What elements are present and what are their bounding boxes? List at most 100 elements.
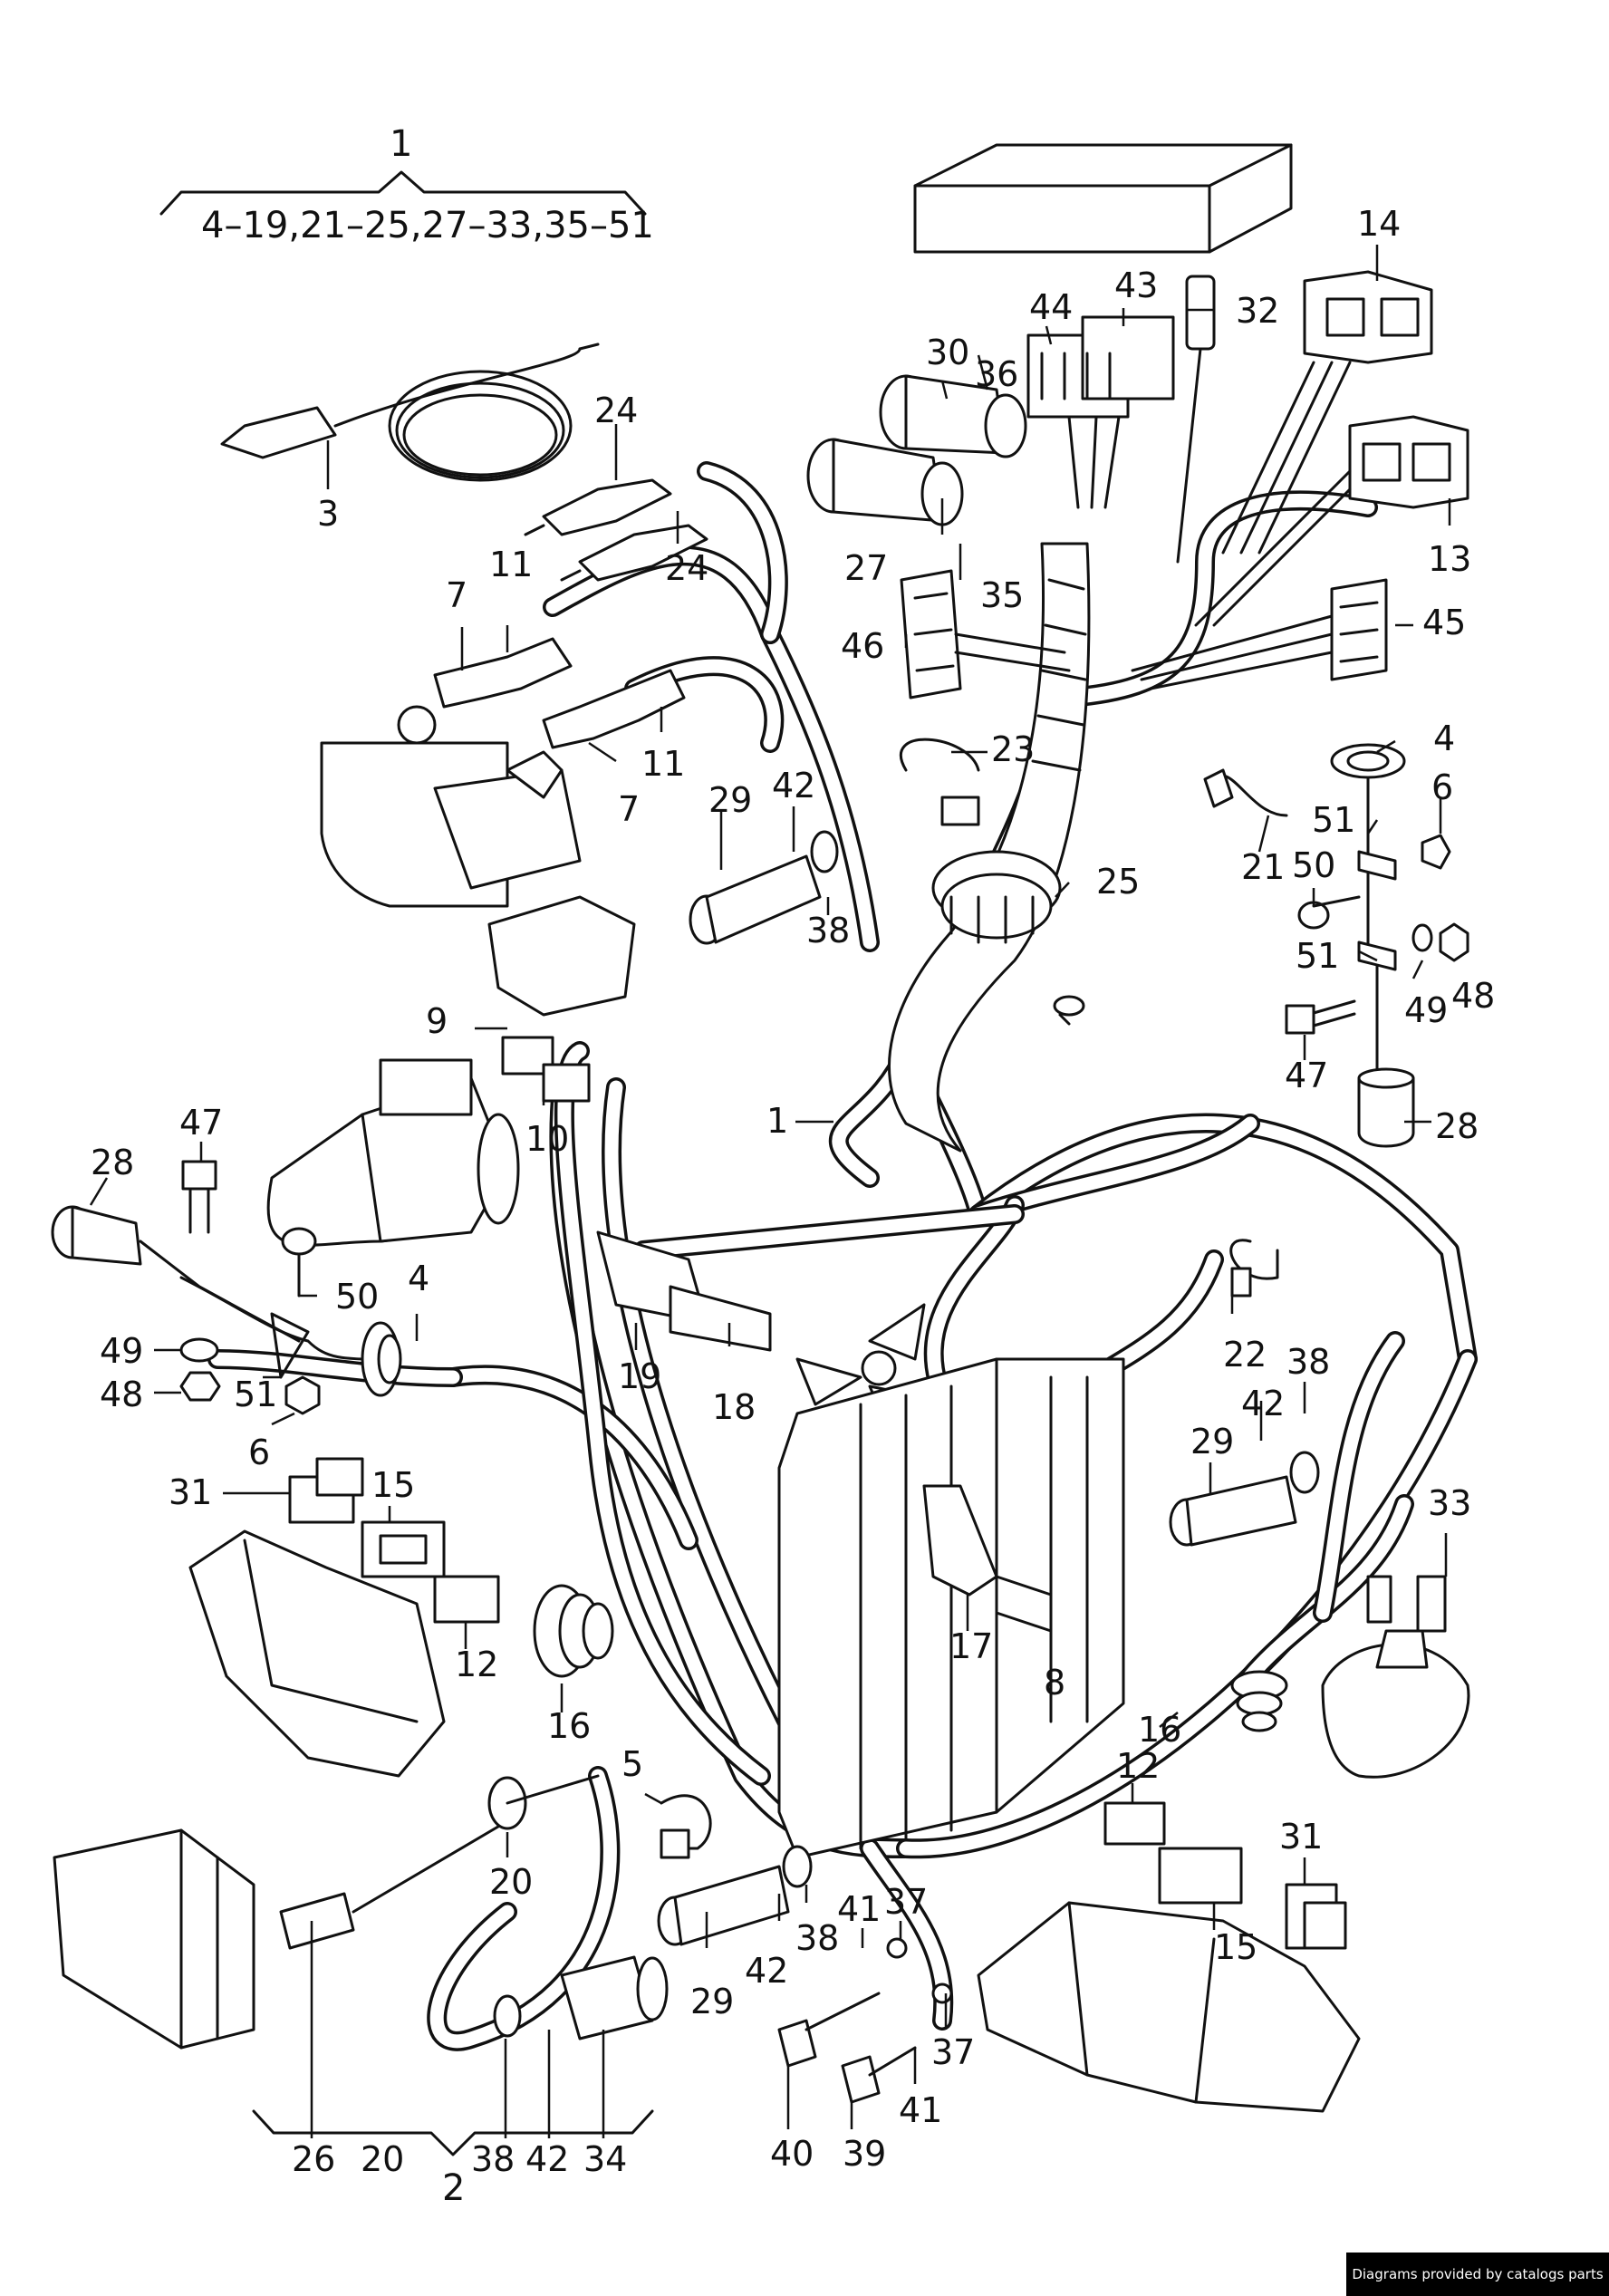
callout-47-left: 47 bbox=[179, 1103, 223, 1143]
callout-50-left: 50 bbox=[335, 1277, 379, 1317]
clip-23 bbox=[899, 738, 980, 826]
socket-27-35 bbox=[806, 438, 964, 526]
callout-49-left: 49 bbox=[100, 1331, 143, 1371]
callout-51-right-upper: 51 bbox=[1312, 800, 1355, 840]
callout-7-lower: 7 bbox=[618, 789, 640, 829]
group-1-range: 4–19,21–25,27–33,35–51 bbox=[201, 205, 654, 246]
callout-41-lower: 41 bbox=[899, 2090, 942, 2130]
connector-31-left bbox=[288, 1457, 364, 1524]
sensor-32 bbox=[1176, 275, 1216, 564]
callout-24-upper: 24 bbox=[594, 391, 638, 430]
callout-44: 44 bbox=[1029, 287, 1073, 327]
callout-15-left: 15 bbox=[371, 1465, 415, 1505]
callout-28-left: 28 bbox=[91, 1143, 134, 1182]
callout-15-right: 15 bbox=[1214, 1927, 1257, 1967]
callout-24-lower: 24 bbox=[665, 548, 708, 588]
grommet-4-right bbox=[1330, 743, 1406, 779]
callout-51-left: 51 bbox=[234, 1375, 277, 1414]
connector-46 bbox=[900, 569, 1071, 699]
callout-34: 34 bbox=[583, 2139, 627, 2179]
footer-credit-text: Diagrams provided by catalogs parts bbox=[1352, 2266, 1604, 2282]
callout-32: 32 bbox=[1236, 291, 1279, 331]
grommet-16-left bbox=[533, 1584, 614, 1678]
connector-45 bbox=[1131, 578, 1388, 690]
connectors-7-11 bbox=[433, 637, 686, 749]
callout-19: 19 bbox=[618, 1356, 661, 1396]
relay-box bbox=[913, 143, 1293, 254]
reservoir-and-actuator bbox=[320, 705, 582, 908]
connector-33 bbox=[1366, 1575, 1447, 1633]
connector-15-left bbox=[361, 1520, 446, 1578]
connector-12-15-31-right bbox=[1103, 1801, 1347, 1950]
callout-27: 27 bbox=[844, 548, 888, 588]
connector-29-38-42-upper bbox=[689, 830, 839, 945]
clip-22 bbox=[1229, 1239, 1279, 1298]
screw-50-left bbox=[281, 1227, 317, 1298]
sensor-28-right bbox=[1357, 959, 1415, 1148]
callout-25: 25 bbox=[1096, 862, 1140, 902]
callout-23: 23 bbox=[991, 729, 1035, 769]
callout-20-upper: 20 bbox=[489, 1862, 533, 1902]
callout-31-left: 31 bbox=[169, 1472, 212, 1512]
callout-38-right: 38 bbox=[1286, 1342, 1330, 1382]
callout-38-lower: 38 bbox=[795, 1918, 839, 1958]
starter-motor bbox=[266, 1058, 520, 1247]
grommet-25 bbox=[931, 850, 1062, 944]
callout-33: 33 bbox=[1428, 1483, 1471, 1523]
bolt-47-left bbox=[181, 1160, 217, 1234]
callout-42-right: 42 bbox=[1241, 1384, 1285, 1423]
connectors-39-40-41-37 bbox=[777, 1937, 953, 2104]
callout-16-right: 16 bbox=[1138, 1710, 1181, 1750]
clip-21 bbox=[1203, 768, 1288, 817]
connector-17-8 bbox=[922, 1484, 1053, 1633]
callout-22: 22 bbox=[1223, 1335, 1267, 1375]
callout-47-right: 47 bbox=[1285, 1056, 1328, 1095]
footer-credit: Diagrams provided by catalogs parts bbox=[1346, 2253, 1609, 2296]
ground-strap bbox=[1053, 995, 1085, 1026]
sensor-20-26 bbox=[279, 1774, 600, 1950]
callout-48-right: 48 bbox=[1451, 976, 1495, 1016]
top-group-bracket: 1 4–19,21–25,27–33,35–51 bbox=[159, 123, 654, 246]
callout-42-lower: 42 bbox=[745, 1951, 788, 1991]
callout-12-left: 12 bbox=[455, 1645, 498, 1684]
bottom-group-bracket: 2 bbox=[252, 2109, 654, 2209]
callout-29-right: 29 bbox=[1190, 1422, 1234, 1462]
callout-14: 14 bbox=[1357, 204, 1401, 244]
callout-6-right: 6 bbox=[1431, 767, 1453, 807]
callout-7-upper: 7 bbox=[446, 575, 467, 615]
callout-41-upper: 41 bbox=[837, 1889, 881, 1929]
headlight-right bbox=[977, 1901, 1361, 2113]
grommet-4-left bbox=[361, 1321, 402, 1397]
callout-29-lower: 29 bbox=[690, 1982, 734, 2021]
callout-48-left: 48 bbox=[100, 1375, 143, 1414]
callout-37-lower: 37 bbox=[931, 2032, 975, 2072]
callout-43: 43 bbox=[1114, 265, 1158, 305]
connector-18-19 bbox=[596, 1230, 772, 1352]
clip-5 bbox=[660, 1794, 712, 1859]
hardware-right bbox=[1285, 834, 1469, 1035]
callout-11-upper: 11 bbox=[489, 545, 533, 584]
callout-36: 36 bbox=[975, 354, 1018, 394]
headlight-left bbox=[188, 1529, 446, 1778]
fog-light-left bbox=[53, 1828, 255, 2050]
connector-9-10 bbox=[501, 1036, 591, 1103]
callout-numbers: 3 24 24 11 7 11 7 29 42 38 23 25 27 35 3… bbox=[91, 204, 1495, 2179]
group-1-number: 1 bbox=[390, 123, 412, 165]
clip-51-right bbox=[1357, 777, 1397, 971]
callout-39: 39 bbox=[843, 2134, 886, 2174]
callout-37-upper: 37 bbox=[884, 1882, 928, 1922]
connector-13 bbox=[1194, 415, 1469, 627]
callout-35: 35 bbox=[980, 575, 1024, 615]
callout-10: 10 bbox=[525, 1119, 569, 1159]
callout-11-lower: 11 bbox=[641, 744, 685, 784]
callout-20-lower: 20 bbox=[361, 2139, 404, 2179]
callout-45: 45 bbox=[1422, 603, 1466, 642]
callout-8: 8 bbox=[1044, 1663, 1065, 1703]
callout-18: 18 bbox=[712, 1387, 756, 1427]
callout-28-right: 28 bbox=[1435, 1106, 1479, 1146]
socket-30-36 bbox=[879, 374, 1027, 458]
callout-50-right: 50 bbox=[1292, 845, 1335, 885]
oxygen-sensor-3 bbox=[220, 342, 600, 482]
main-harness-trunk bbox=[887, 542, 1091, 1153]
connector-43-44 bbox=[1026, 315, 1175, 509]
